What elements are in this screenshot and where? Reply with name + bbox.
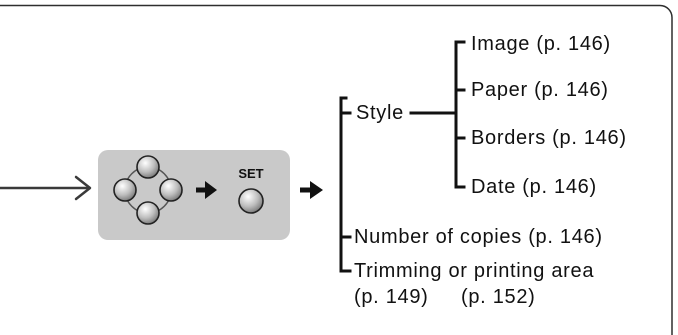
step-arrow-icon (196, 181, 217, 199)
incoming-arrow-head (74, 175, 92, 201)
printing-area-page-reference: (p. 152) (461, 286, 536, 308)
controller-left-button-icon (113, 178, 137, 202)
tree-item-style: Style (356, 102, 404, 124)
set-button-label: SET (238, 166, 263, 181)
trimming-page-reference: (p. 149) (354, 286, 429, 308)
tree-lines (339, 40, 466, 273)
tree-item-number-of-copies: Number of copies (p. 146) (354, 226, 603, 248)
style-option-date: Date (p. 146) (471, 176, 597, 198)
set-button-circle (238, 188, 264, 214)
incoming-arrow-icon (0, 175, 92, 201)
tree-item-trimming: Trimming or printing area (354, 260, 595, 282)
controller-right-button-icon (159, 178, 183, 202)
set-button-icon: SET (238, 166, 264, 214)
four-way-controller-icon (113, 155, 183, 225)
style-option-image: Image (p. 146) (471, 33, 611, 55)
style-option-paper: Paper (p. 146) (471, 79, 609, 101)
frame-border (0, 4, 673, 335)
style-option-borders: Borders (p. 146) (471, 127, 627, 149)
outgoing-arrow-icon (300, 181, 323, 199)
controller-down-button-icon (136, 201, 160, 225)
controller-up-button-icon (136, 155, 160, 179)
